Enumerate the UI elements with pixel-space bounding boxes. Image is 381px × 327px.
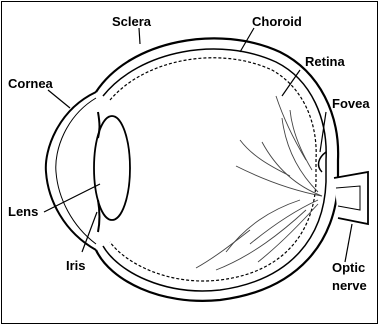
retina-leader — [282, 70, 300, 96]
label-retina: Retina — [305, 54, 346, 69]
fovea-shape — [319, 152, 326, 172]
label-sclera: Sclera — [112, 14, 152, 29]
cornea-leader — [48, 90, 70, 108]
label-optic: Optic — [332, 260, 365, 275]
retinal-vessels — [196, 96, 322, 270]
optic-nerve-leader — [345, 224, 352, 262]
label-fovea: Fovea — [332, 96, 370, 111]
label-lens: Lens — [8, 204, 38, 219]
label-choroid: Choroid — [252, 14, 302, 29]
eyeball — [96, 38, 338, 301]
optic-nerve-shape — [334, 172, 368, 224]
cornea-shape — [46, 92, 96, 250]
sclera-leader — [139, 28, 140, 44]
label-iris: Iris — [66, 258, 86, 273]
label-cornea: Cornea — [8, 76, 54, 91]
label-nerve: nerve — [332, 278, 367, 293]
choroid-outline — [103, 49, 326, 291]
